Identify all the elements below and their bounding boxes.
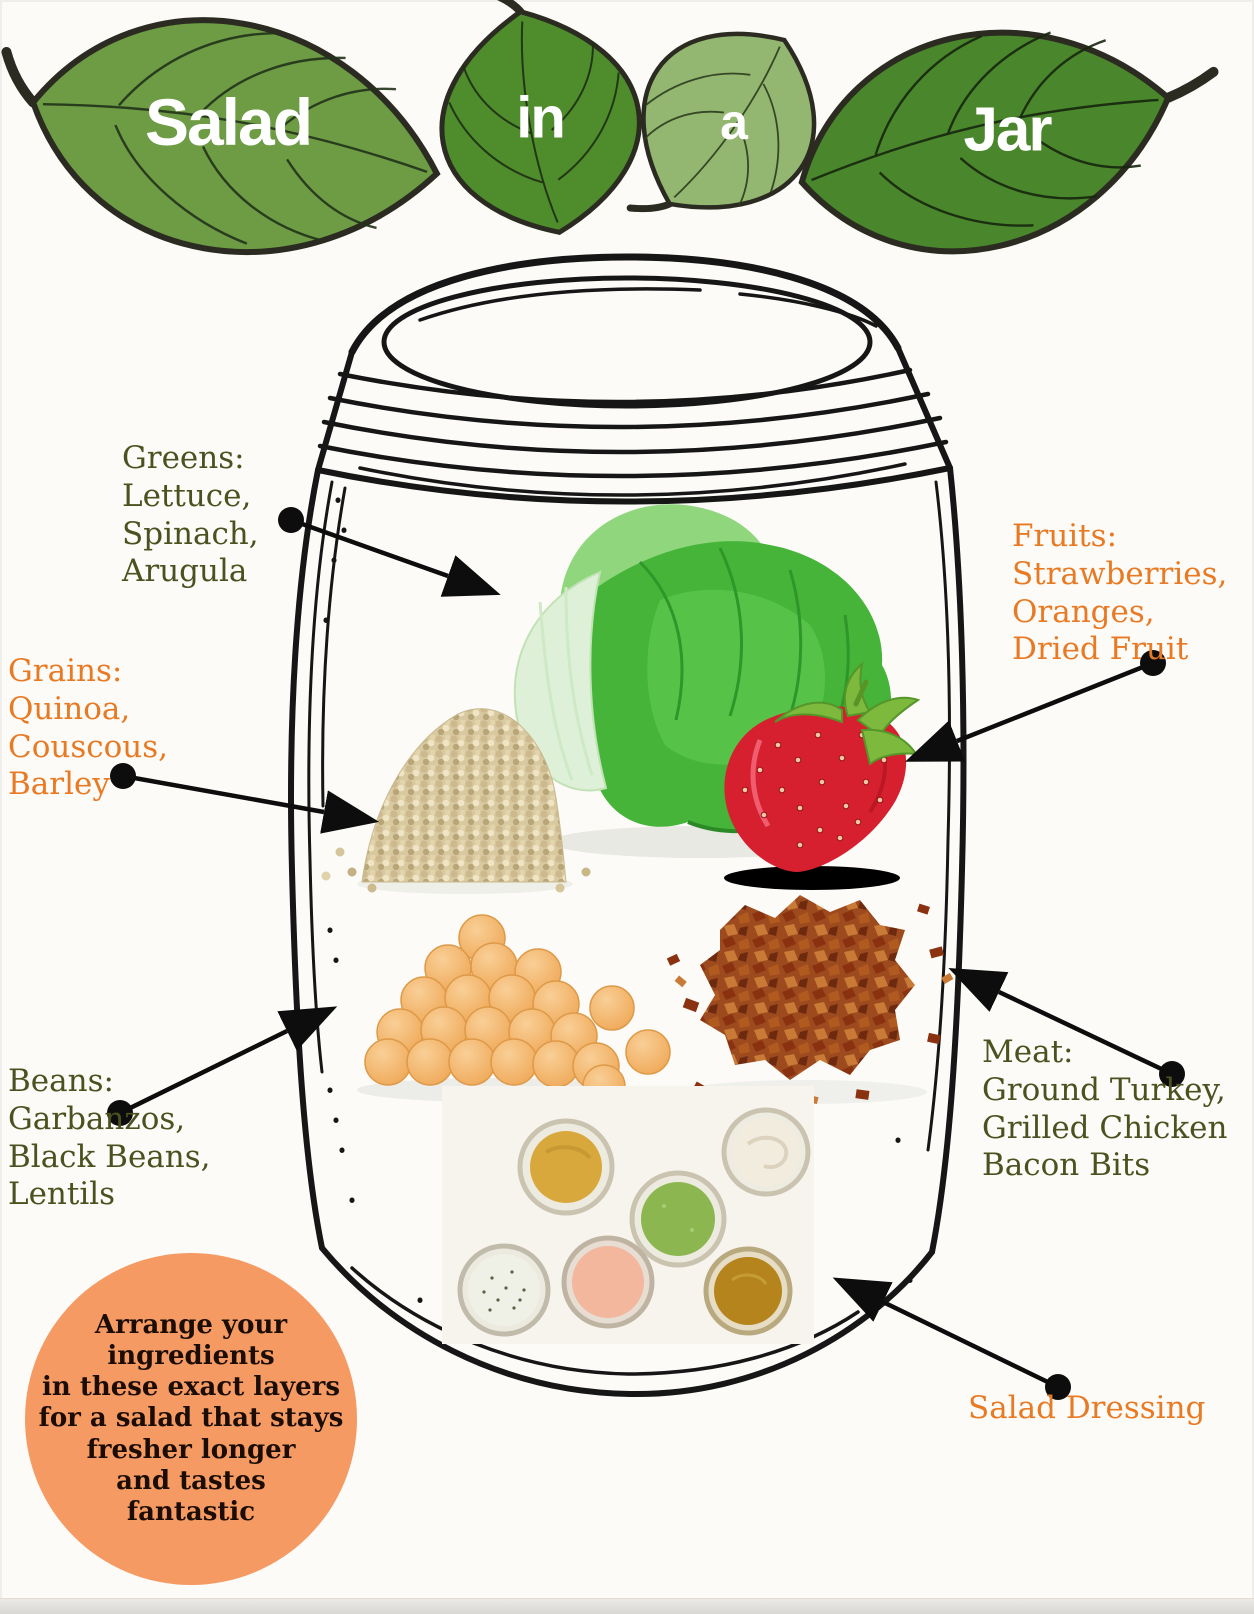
bottom-edge	[0, 1598, 1254, 1614]
arrow-beans	[107, 1006, 338, 1126]
label-greens: Greens: Lettuce, Spinach, Arugula	[122, 440, 259, 590]
label-beans: Beans: Garbanzos, Black Beans, Lentils	[8, 1063, 211, 1213]
label-fruits: Fruits: Strawberries, Oranges, Dried Fru…	[1012, 518, 1228, 668]
arrow-grains	[110, 763, 380, 834]
callout-text: Arrange your ingredients in these exact …	[38, 1309, 344, 1527]
title-leaf-2	[439, 0, 642, 235]
quinoa-image	[321, 708, 591, 894]
label-grains: Grains: Quinoa, Couscous, Barley	[8, 653, 169, 803]
strawberry-image	[724, 661, 921, 890]
callout-circle: Arrange your ingredients in these exact …	[25, 1253, 357, 1585]
title-leaf-1	[1, 0, 448, 260]
label-meat: Meat: Ground Turkey, Grilled Chicken Bac…	[982, 1034, 1228, 1184]
dressing-jars-image	[442, 1086, 814, 1344]
arrow-meat	[948, 968, 1185, 1087]
label-salad-dressing: Salad Dressing	[968, 1390, 1206, 1426]
title-word-a: a	[720, 94, 748, 150]
arrow-dressing	[832, 1277, 1071, 1400]
arrow-fruits	[904, 650, 1166, 762]
arrow-greens	[278, 507, 501, 597]
bacon-bits-image	[666, 895, 954, 1106]
title-word-in: in	[516, 85, 566, 151]
title-leaf-3	[626, 31, 817, 213]
title-word-jar: Jar	[963, 95, 1052, 165]
title-leaves-illustration	[1, 0, 1219, 260]
title-word-salad: Salad	[144, 85, 313, 159]
title-leaf-4	[798, 29, 1219, 255]
